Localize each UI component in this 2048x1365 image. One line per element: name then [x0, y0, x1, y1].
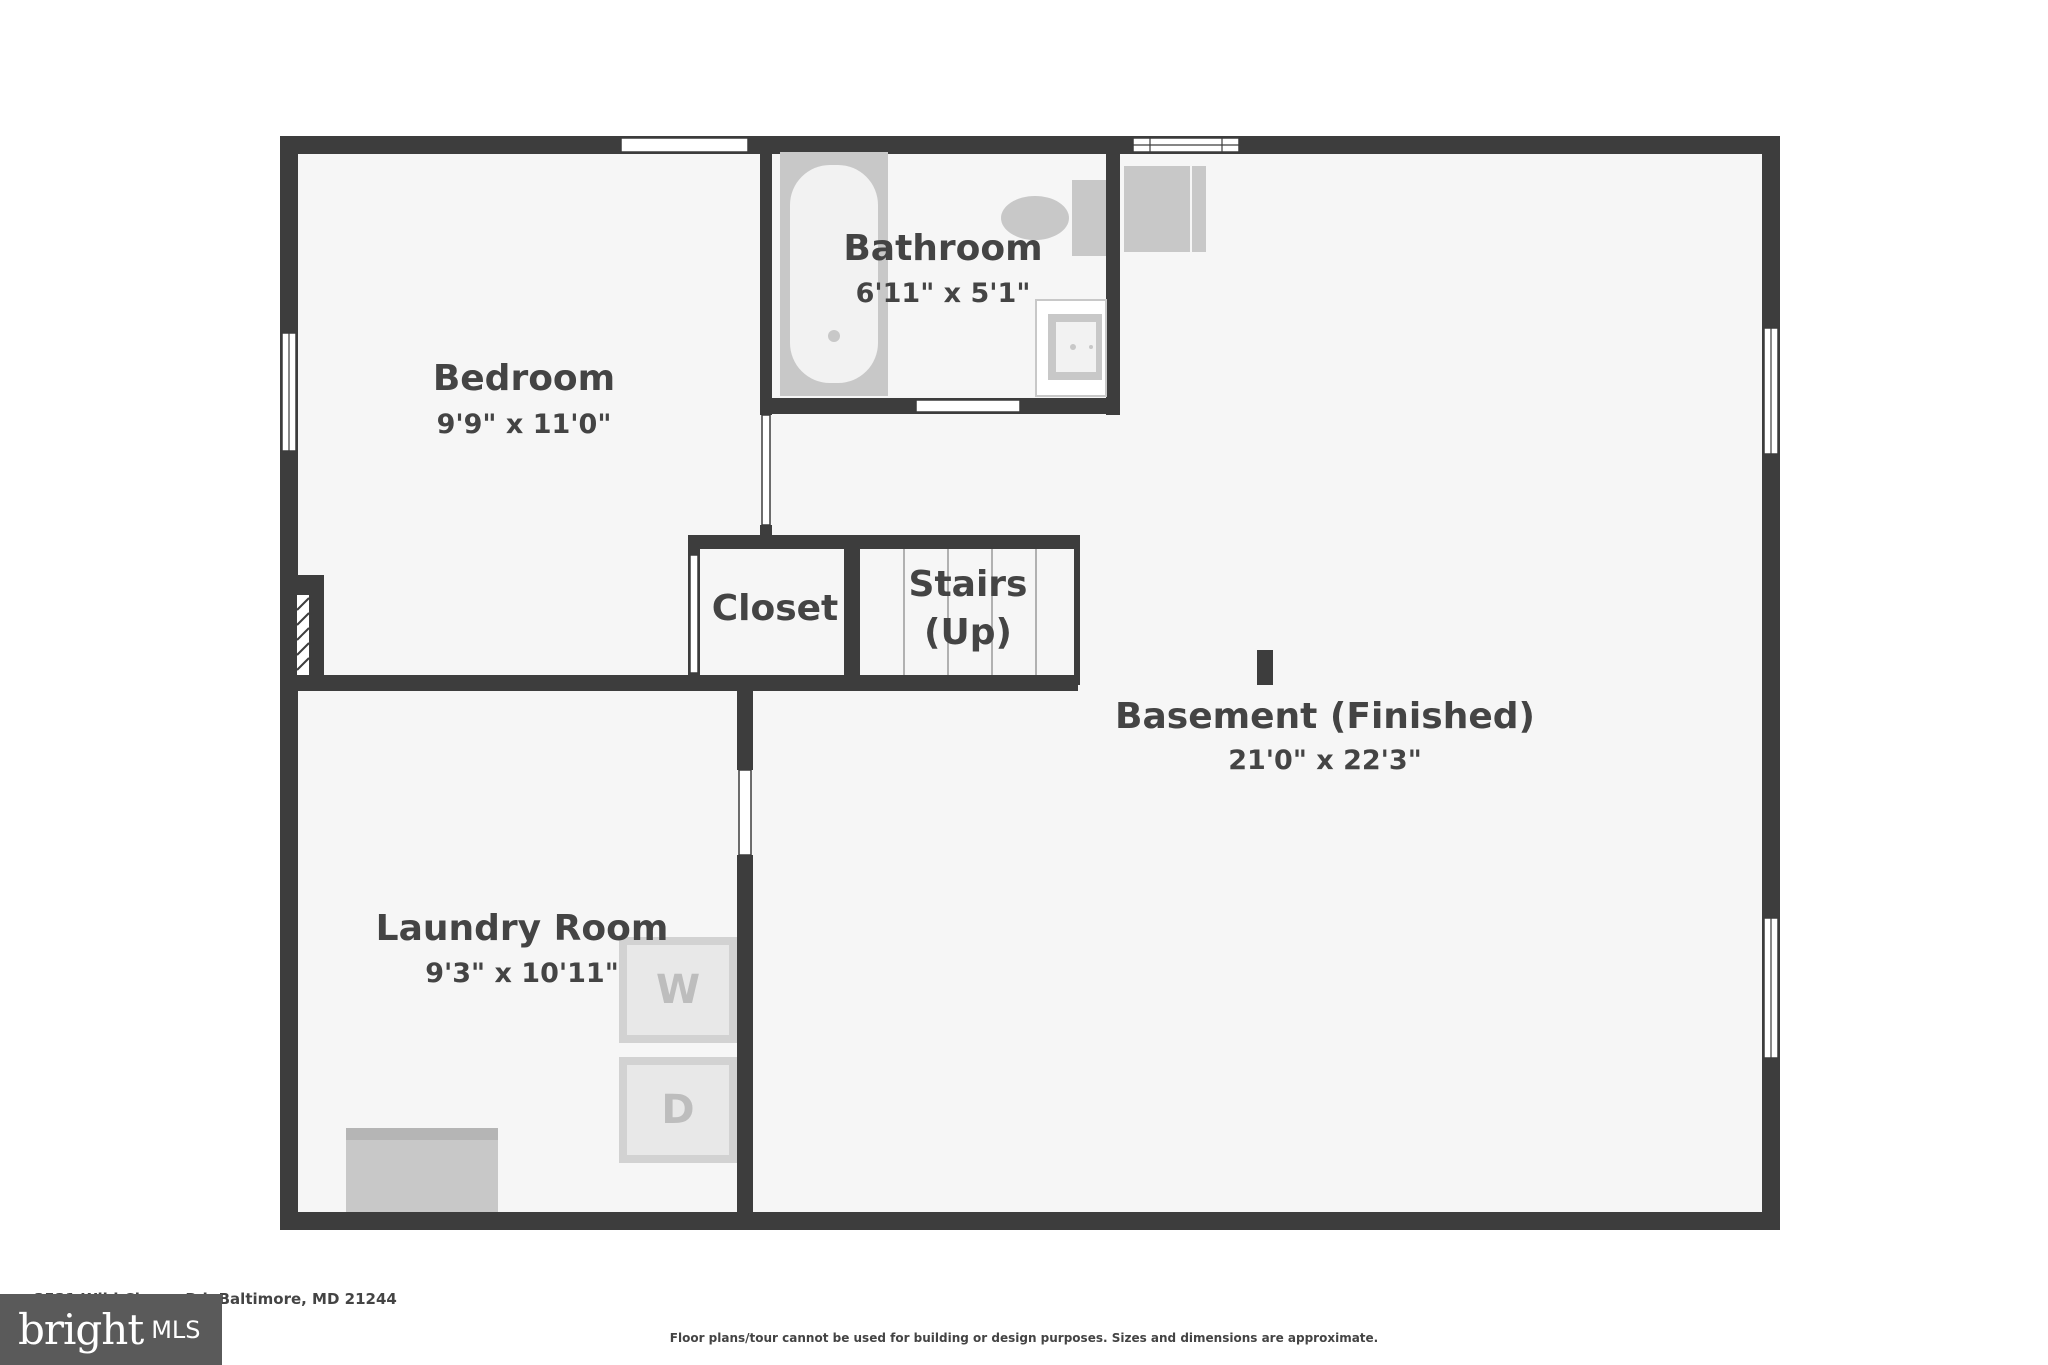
- dryer-label: D: [661, 1087, 694, 1133]
- laundry-dims: 9'3" x 10'11": [425, 958, 619, 989]
- bathtub-basin: [790, 165, 878, 383]
- stairs-treads: [903, 549, 1037, 675]
- bathroom-dims: 6'11" x 5'1": [856, 278, 1031, 309]
- laundry-name: Laundry Room: [376, 908, 669, 949]
- door-closet: [689, 554, 699, 674]
- door-bedroom: [761, 414, 771, 526]
- closet-name: Closet: [712, 588, 839, 629]
- basement-name: Basement (Finished): [1115, 696, 1535, 737]
- logo-main-text: bright: [18, 1305, 144, 1354]
- stairs-name-line2: (Up): [924, 612, 1012, 653]
- bedroom-name: Bedroom: [433, 358, 615, 399]
- window-bedroom-top: [620, 137, 749, 153]
- toilet-tank: [1072, 180, 1106, 256]
- interior-walls: [290, 145, 1273, 1225]
- toilet-bowl: [1001, 196, 1069, 240]
- utility-unit: [1124, 166, 1206, 252]
- door-openings: [689, 414, 771, 856]
- window-bathroom-bottom: [915, 399, 1021, 413]
- bathroom-name: Bathroom: [843, 228, 1042, 269]
- door-laundry: [738, 769, 752, 856]
- basement-dims: 21'0" x 22'3": [1228, 745, 1422, 776]
- laundry-cabinet: [346, 1128, 498, 1212]
- support-post: [1257, 650, 1273, 685]
- bathtub-drain: [828, 330, 840, 342]
- bedroom-dims: 9'9" x 11'0": [437, 409, 612, 440]
- bright-mls-logo: bright MLS: [0, 1294, 222, 1365]
- disclaimer: Floor plans/tour cannot be used for buil…: [669, 1331, 1379, 1345]
- washer-label: W: [656, 967, 700, 1013]
- logo-sub-text: MLS: [151, 1315, 201, 1344]
- stairs-name-line1: Stairs: [909, 564, 1028, 605]
